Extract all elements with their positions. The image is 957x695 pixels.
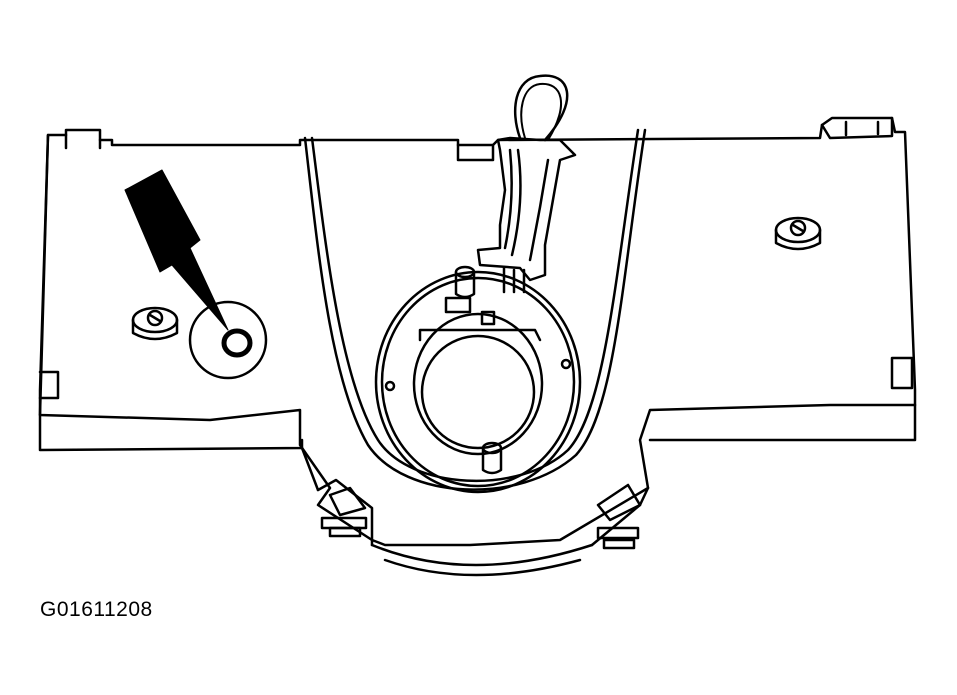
screw-icon <box>131 306 179 341</box>
figure-id-label: G01611208 <box>40 598 153 621</box>
center-channel <box>303 128 647 491</box>
wire-harness <box>476 74 577 294</box>
contact-ring-assembly <box>374 265 582 494</box>
housing-body <box>38 116 917 547</box>
lower-collar <box>316 478 650 577</box>
mounting-boss <box>188 300 268 380</box>
screw-icon <box>774 216 822 251</box>
arrow-icon <box>124 169 229 331</box>
